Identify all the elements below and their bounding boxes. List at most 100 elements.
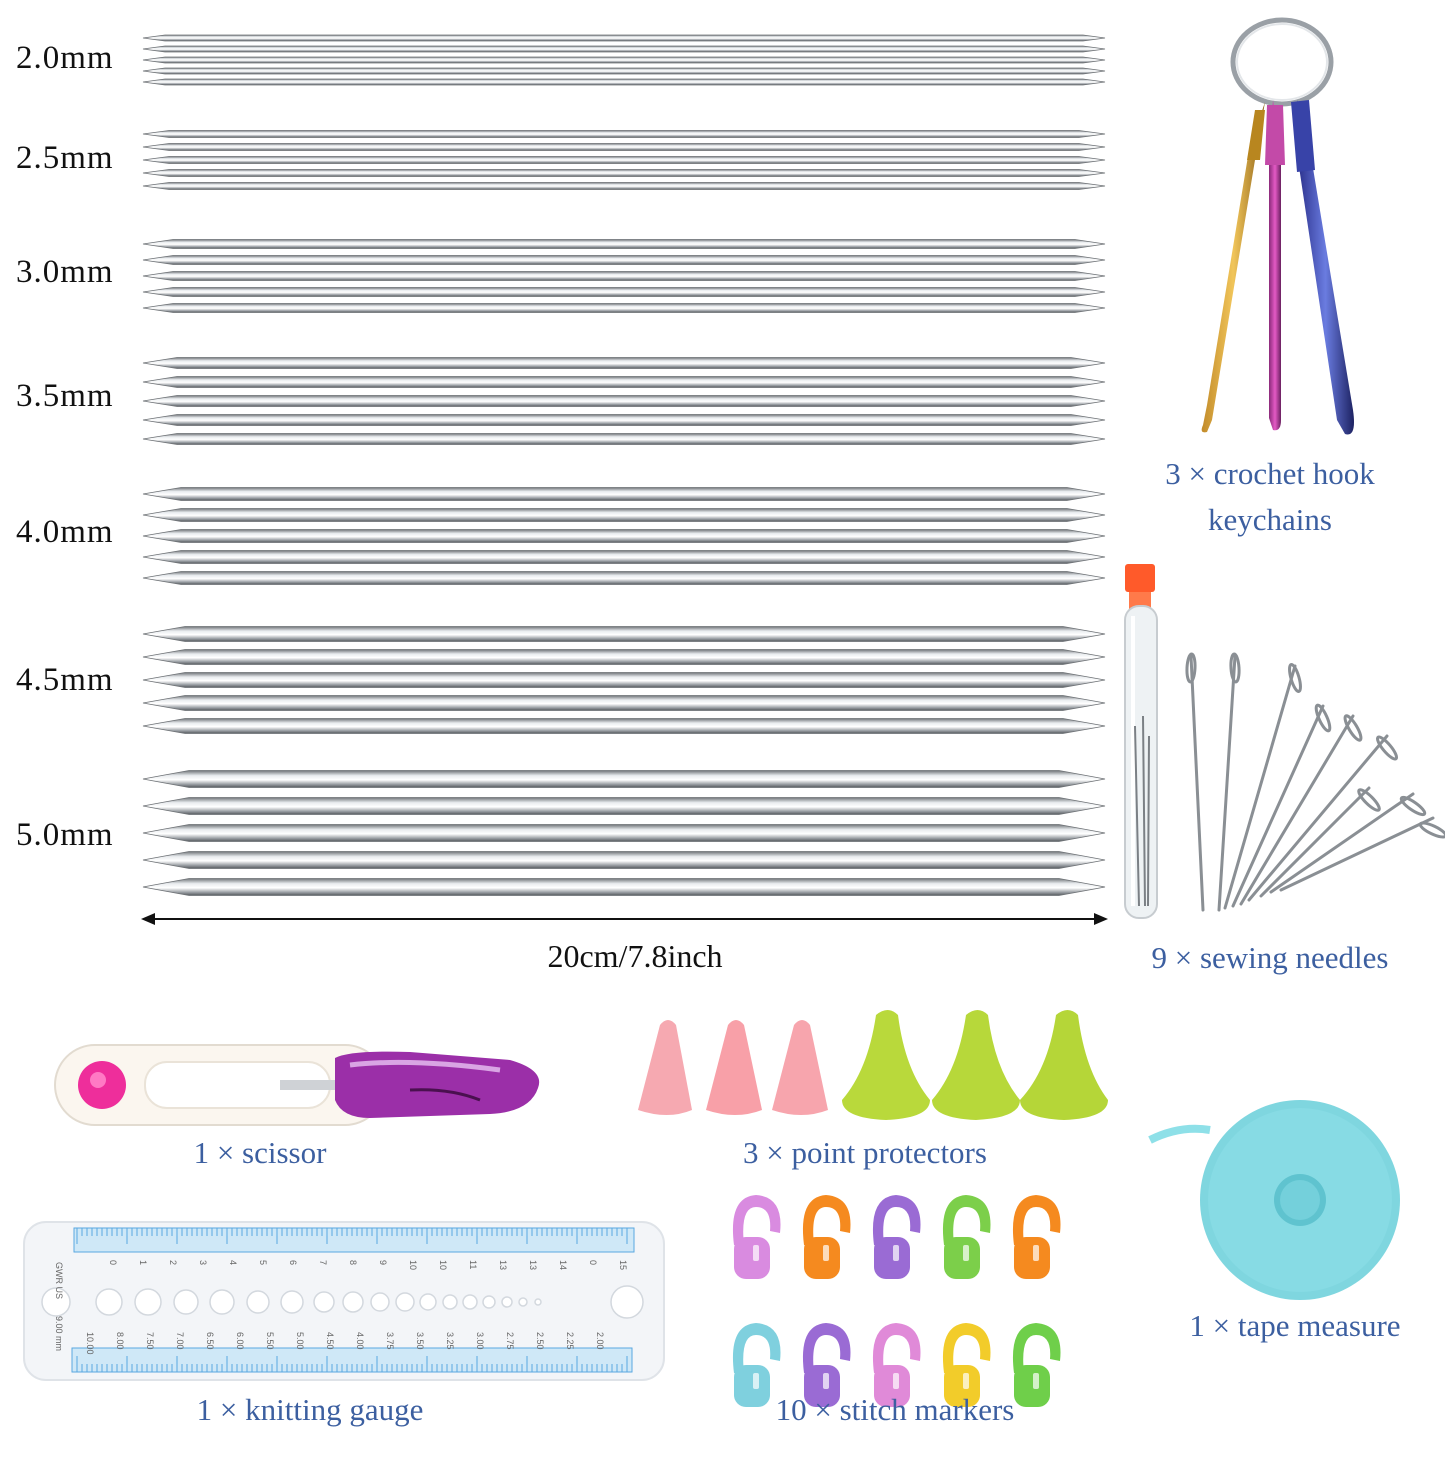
sewing-needle	[1189, 654, 1205, 912]
gauge-us-label: 13	[528, 1260, 538, 1270]
gauge-hole	[419, 1293, 437, 1311]
needle-size-label: 3.0mm	[16, 254, 114, 290]
protectors-caption: 3 × point protectors	[743, 1135, 987, 1170]
tape-measure	[1148, 1100, 1400, 1300]
gauge-us-label: 4	[228, 1260, 238, 1265]
knitting-needle	[142, 433, 1106, 445]
sewing-needle	[1269, 792, 1415, 894]
stitch-marker	[734, 1237, 770, 1279]
crochet-caption: 3 × crochet hook	[1165, 456, 1375, 491]
knitting-needle	[142, 550, 1106, 564]
gauge-mm-label: 4.00	[355, 1332, 365, 1350]
gauge-hole	[280, 1290, 304, 1314]
marker-loop	[732, 1323, 781, 1373]
knitting-needle	[142, 529, 1106, 543]
marker-latch	[893, 1245, 899, 1261]
tube-cap	[1125, 564, 1155, 592]
knitting-needle	[142, 718, 1106, 734]
gauge-us-label: 10	[408, 1260, 418, 1270]
gauge-us-label: 0	[588, 1260, 598, 1265]
gauge-us-label: 1	[138, 1260, 148, 1265]
knitting-needle	[142, 56, 1106, 64]
knitting-needle	[142, 357, 1106, 369]
stitch-marker	[804, 1365, 840, 1407]
gauge-us-label: 7	[318, 1260, 328, 1265]
knitting-needle	[142, 287, 1106, 297]
gauge-mm-label: 2.00	[595, 1332, 605, 1350]
needle-tube	[1124, 605, 1158, 919]
marker-latch	[753, 1373, 759, 1389]
marker-loop	[802, 1195, 851, 1245]
key-ring-icon	[1230, 17, 1334, 107]
gauge-hole	[518, 1297, 528, 1307]
needle-eye	[1314, 703, 1332, 733]
needle-eye	[1288, 663, 1302, 693]
knitting-needle	[142, 143, 1106, 151]
stitch-marker	[874, 1365, 910, 1407]
stitch-marker	[734, 1365, 770, 1407]
sewing-needle	[1223, 664, 1297, 910]
stitch-marker	[944, 1365, 980, 1407]
marker-latch	[1033, 1373, 1039, 1389]
gauge-hole	[173, 1289, 199, 1315]
gauge-hole	[209, 1289, 235, 1315]
gauge-us-label: 13	[498, 1260, 508, 1270]
tape-caption: 1 × tape measure	[1189, 1308, 1401, 1343]
thread-snips	[54, 1044, 540, 1126]
stitch-marker	[1014, 1237, 1050, 1279]
knitting-needle	[142, 34, 1106, 42]
knitting-needle	[142, 770, 1106, 788]
sewing-caption: 9 × sewing needles	[1151, 940, 1389, 975]
gauge-mm-label: 7.00	[175, 1332, 185, 1350]
knitting-needle	[142, 851, 1106, 869]
length-label: 20cm/7.8inch	[547, 938, 723, 974]
knitting-needle	[142, 376, 1106, 388]
gauge-mm-label: 2.75	[505, 1332, 515, 1350]
marker-latch	[963, 1245, 969, 1261]
gauge-mm-label: 3.75	[385, 1332, 395, 1350]
needle-eye	[1375, 735, 1399, 761]
marker-loop	[872, 1323, 921, 1373]
crochet-hook-keychains	[1201, 17, 1354, 435]
needle-eye	[1343, 714, 1363, 742]
marker-loop	[872, 1195, 921, 1245]
needle-size-label: 2.5mm	[16, 140, 114, 176]
needle-size-label: 4.5mm	[16, 662, 114, 698]
knitting-needle	[142, 571, 1106, 585]
gauge-hole	[134, 1288, 162, 1316]
marker-loop	[1012, 1323, 1061, 1373]
marker-latch	[893, 1373, 899, 1389]
marker-latch	[963, 1373, 969, 1389]
gauge-hole	[610, 1285, 644, 1319]
knitting-needle	[142, 45, 1106, 53]
gauge-mm-label: 8.00	[115, 1332, 125, 1350]
gauge-us-label: 6	[288, 1260, 298, 1265]
gauge-us-label: 0	[108, 1260, 118, 1265]
gauge-us-label: 11	[468, 1260, 478, 1269]
knitting-needle	[142, 824, 1106, 842]
gauge-hole	[482, 1295, 496, 1309]
needle-size-label: 2.0mm	[16, 40, 114, 76]
gauge-mm-label: 3.50	[415, 1332, 425, 1350]
knitting-gauge: 2.002.252.502.753.003.253.503.754.004.50…	[23, 1221, 665, 1381]
gauge-hole	[246, 1290, 270, 1314]
gauge-hole	[370, 1292, 390, 1312]
gauge-mm-label: 6.50	[205, 1332, 215, 1350]
sewing-needle	[1239, 714, 1355, 906]
marker-loop	[802, 1323, 851, 1373]
marker-loop	[942, 1195, 991, 1245]
marker-latch	[823, 1245, 829, 1261]
marker-latch	[823, 1373, 829, 1389]
stitch-marker	[944, 1237, 980, 1279]
sewing-needle	[1259, 786, 1371, 898]
gauge-mm-label: 4.50	[325, 1332, 335, 1350]
knitting-needle	[142, 130, 1106, 138]
gauge-caption: 1 × knitting gauge	[196, 1392, 424, 1427]
knitting-needle	[142, 695, 1106, 711]
marker-loop	[942, 1323, 991, 1373]
marker-latch	[753, 1245, 759, 1261]
gauge-mm-label: 3.25	[445, 1332, 455, 1350]
needle-eye	[1229, 652, 1241, 684]
markers-caption: 10 × stitch markers	[775, 1392, 1015, 1427]
needle-eye	[1357, 788, 1381, 812]
